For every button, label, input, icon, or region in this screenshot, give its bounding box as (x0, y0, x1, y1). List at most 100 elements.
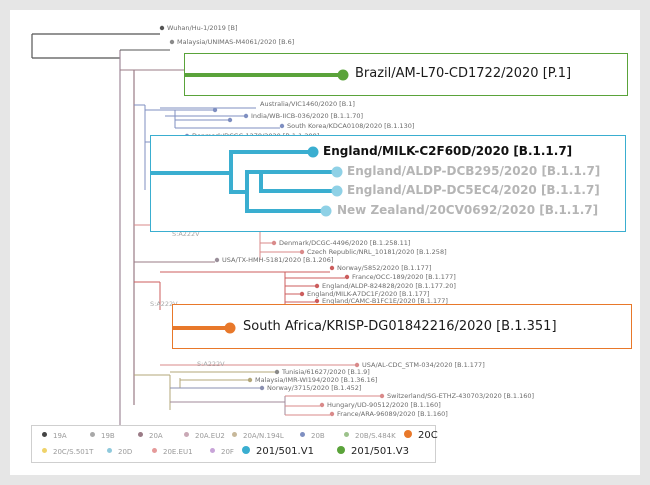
callout-b117: England/MILK-C2F60D/2020 [B.1.1.7] Engla… (150, 135, 626, 232)
tree-leaf-label: Denmark/DCGC-4496/2020 [B.1.258.11] (279, 239, 410, 247)
callout-b117-tip-2 (331, 166, 343, 178)
callout-p1-branch (185, 69, 349, 81)
tree-tip (169, 39, 175, 45)
legend-swatch (344, 432, 349, 437)
callout-b117-clade (151, 146, 343, 217)
legend-swatch (210, 448, 215, 453)
legend-label: 20A.EU2 (195, 432, 225, 440)
legend-swatch (242, 446, 250, 454)
legend-item: 20C (404, 430, 438, 441)
legend-label: 20B/S.484K (355, 432, 396, 440)
tree-leaf-label: Malaysia/IMR-WI194/2020 [B.1.36.16] (255, 376, 377, 384)
legend-item: 20F (210, 448, 234, 456)
tree-tip (299, 249, 305, 255)
mutation-annotation: S:A222V (172, 230, 200, 238)
mutation-annotation: S:A222V (150, 300, 178, 308)
legend-swatch (42, 432, 47, 437)
tree-tip (271, 240, 277, 246)
tree-leaf-label: USA/AL-CDC_STM-034/2020 [B.1.177] (362, 361, 485, 369)
tree-tip (314, 298, 320, 304)
legend-item: 20A/N.194L (232, 432, 284, 440)
tree-leaf-label: Malaysia/UNIMAS-M4061/2020 [B.6] (177, 38, 294, 46)
callout-p1: Brazil/AM-L70-CD1722/2020 [P.1] (184, 53, 628, 96)
legend-swatch (138, 432, 143, 437)
tree-tip (214, 257, 220, 263)
callout-b117-label-1: England/MILK-C2F60D/2020 [B.1.1.7] (323, 144, 573, 158)
legend-label: 20A/N.194L (243, 432, 284, 440)
legend-label: 20C (418, 430, 438, 441)
callout-b117-tip-3 (331, 185, 343, 197)
tree-tip (329, 411, 335, 417)
legend-item: 20B/S.484K (344, 432, 396, 440)
legend-item: 201/501.V3 (337, 446, 409, 457)
legend-swatch (404, 430, 412, 438)
tree-leaf-label: France/ARA-96089/2020 [B.1.160] (337, 410, 448, 418)
tree-leaf-label: India/WB-IICB-036/2020 [B.1.1.70] (251, 112, 363, 120)
callout-p1-label: Brazil/AM-L70-CD1722/2020 [P.1] (355, 66, 572, 81)
clade-legend: 19A 19B 20A 20A.EU2 20A/N.194L 20B 20B/S.484K 2… (31, 425, 438, 463)
legend-item: 201/501.V1 (242, 446, 314, 457)
tree-tip (329, 265, 335, 271)
mutation-annotation: S:A222V (197, 360, 225, 368)
tree-tip (354, 362, 360, 368)
legend-swatch (107, 448, 112, 453)
callout-p1-tip (337, 69, 349, 81)
legend-item: 19A (42, 432, 67, 440)
tree-tip (212, 107, 218, 113)
legend-swatch (152, 448, 157, 453)
legend-label: 20B (311, 432, 325, 440)
tree-leaf-label: Norway/3715/2020 [B.1.452] (267, 384, 361, 392)
tree-tip (314, 283, 320, 289)
tree-tip (227, 117, 233, 123)
tree-leaf-label: England/CAMC-B1FC1E/2020 [B.1.177] (322, 297, 448, 305)
legend-swatch (300, 432, 305, 437)
callout-b1351-branch (173, 322, 236, 334)
tree-leaf-label: Hungary/UD-90512/2020 [B.1.160] (327, 401, 441, 409)
callout-b117-label-2: England/ALDP-DCB295/2020 [B.1.1.7] (347, 164, 601, 178)
legend-item: 19B (90, 432, 115, 440)
tree-leaf-label: England/MILK-A7DC1F/2020 [B.1.177] (307, 290, 430, 298)
legend-swatch (184, 432, 189, 437)
tree-leaf-label: Czech Republic/NRL_10181/2020 [B.1.258] (307, 248, 447, 256)
tree-tip (159, 25, 165, 31)
tree-tip (279, 123, 285, 129)
legend-swatch (90, 432, 95, 437)
tree-leaf-label: Switzerland/SG-ETHZ-430703/2020 [B.1.160… (387, 392, 534, 400)
callout-b1351: South Africa/KRISP-DG01842216/2020 [B.1.… (172, 304, 632, 349)
tree-leaf-label: England/ALDP-824828/2020 [B.1.177.20] (322, 282, 456, 290)
legend-label: 20A (149, 432, 163, 440)
legend-label: 20F (221, 448, 234, 456)
callout-b117-tip-1 (307, 146, 319, 158)
tree-tip (344, 274, 350, 280)
tree-tip (247, 377, 253, 383)
callout-b117-label-3: England/ALDP-DC5EC4/2020 [B.1.1.7] (347, 183, 600, 197)
legend-label: 20C/S.501T (53, 448, 94, 456)
tree-leaf-label: Australia/VIC1460/2020 [B.1] (260, 100, 355, 108)
tree-tip (319, 402, 325, 408)
legend-swatch (42, 448, 47, 453)
legend-label: 20D (118, 448, 133, 456)
tree-tip (274, 369, 280, 375)
tree-leaf-label: France/OCC-189/2020 [B.1.177] (352, 273, 456, 281)
legend-item: 20B (300, 432, 325, 440)
legend-item: 20A (138, 432, 163, 440)
tree-tip (243, 113, 249, 119)
tree-tip (299, 291, 305, 297)
legend-label: 19B (101, 432, 115, 440)
callout-b117-tip-4 (320, 205, 332, 217)
legend-swatch (232, 432, 237, 437)
legend-item: 20E.EU1 (152, 448, 193, 456)
legend-swatch (337, 446, 345, 454)
legend-item: 20A.EU2 (184, 432, 225, 440)
tree-leaf-label: Tunisia/61627/2020 [B.1.9] (281, 368, 370, 376)
legend-item: 20D (107, 448, 132, 456)
legend-label: 201/501.V3 (351, 446, 409, 457)
tree-tip (379, 393, 385, 399)
legend-label: 19A (53, 432, 67, 440)
tree-leaf-label: Wuhan/Hu-1/2019 [B] (167, 24, 238, 32)
tree-leaf-label: South Korea/KDCA0108/2020 [B.1.130] (287, 122, 414, 130)
tree-leaf-label: USA/TX-HMH-5181/2020 [B.1.206] (222, 256, 333, 264)
legend-label: 201/501.V1 (256, 446, 314, 457)
callout-b1351-tip (224, 322, 236, 334)
